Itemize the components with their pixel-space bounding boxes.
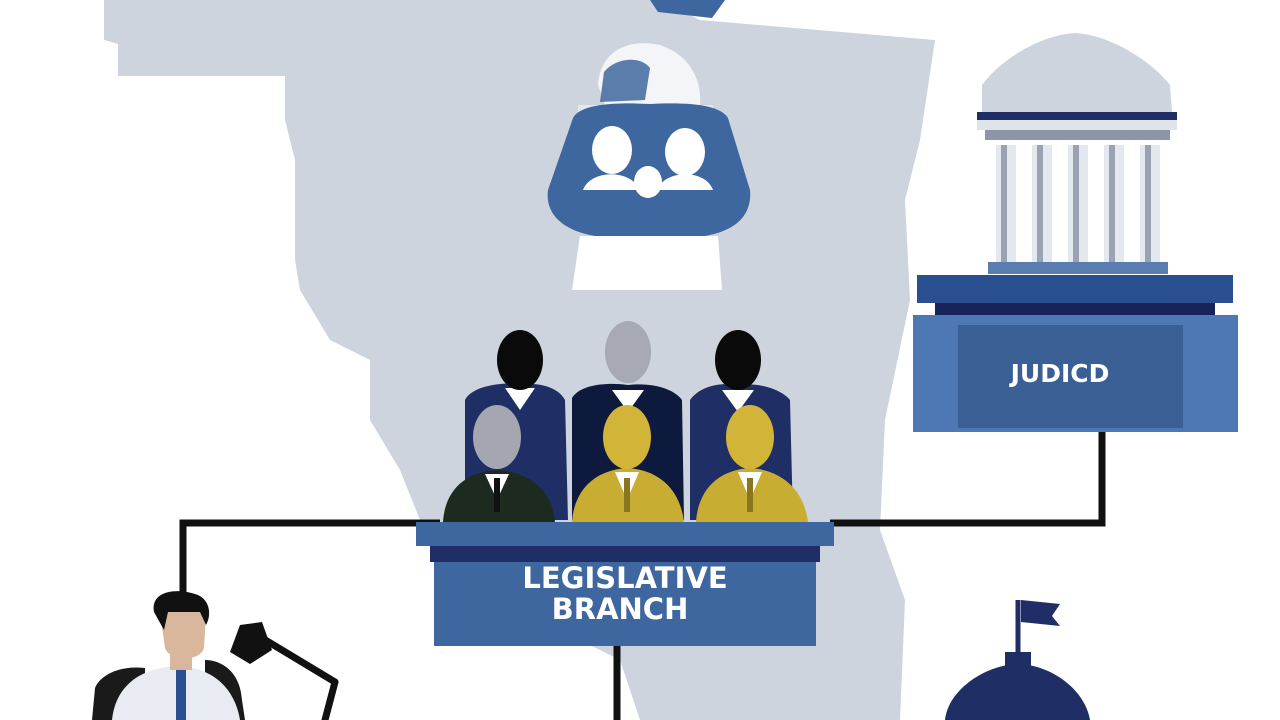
desk-lamp-icon bbox=[230, 622, 339, 720]
capitol-dome-icon bbox=[945, 600, 1090, 720]
courthouse-icon: JUDICD bbox=[913, 33, 1238, 432]
legislator-group bbox=[443, 321, 808, 522]
judicial-label: JUDICD bbox=[1009, 359, 1110, 388]
map-top-accent bbox=[650, 0, 725, 18]
courthouse-columns bbox=[996, 145, 1160, 263]
legislator-figure bbox=[443, 405, 555, 522]
legislative-label-line1: LEGISLATIVE bbox=[522, 561, 727, 595]
people-group-icon bbox=[547, 43, 751, 290]
businessman-icon bbox=[92, 591, 245, 720]
legislative-label-line2: BRANCH bbox=[552, 592, 689, 626]
legislator-figure bbox=[572, 405, 684, 522]
legislative-podium: LEGISLATIVE BRANCH bbox=[416, 522, 834, 646]
legislator-figure bbox=[696, 405, 808, 522]
connector-lines bbox=[179, 432, 1106, 720]
